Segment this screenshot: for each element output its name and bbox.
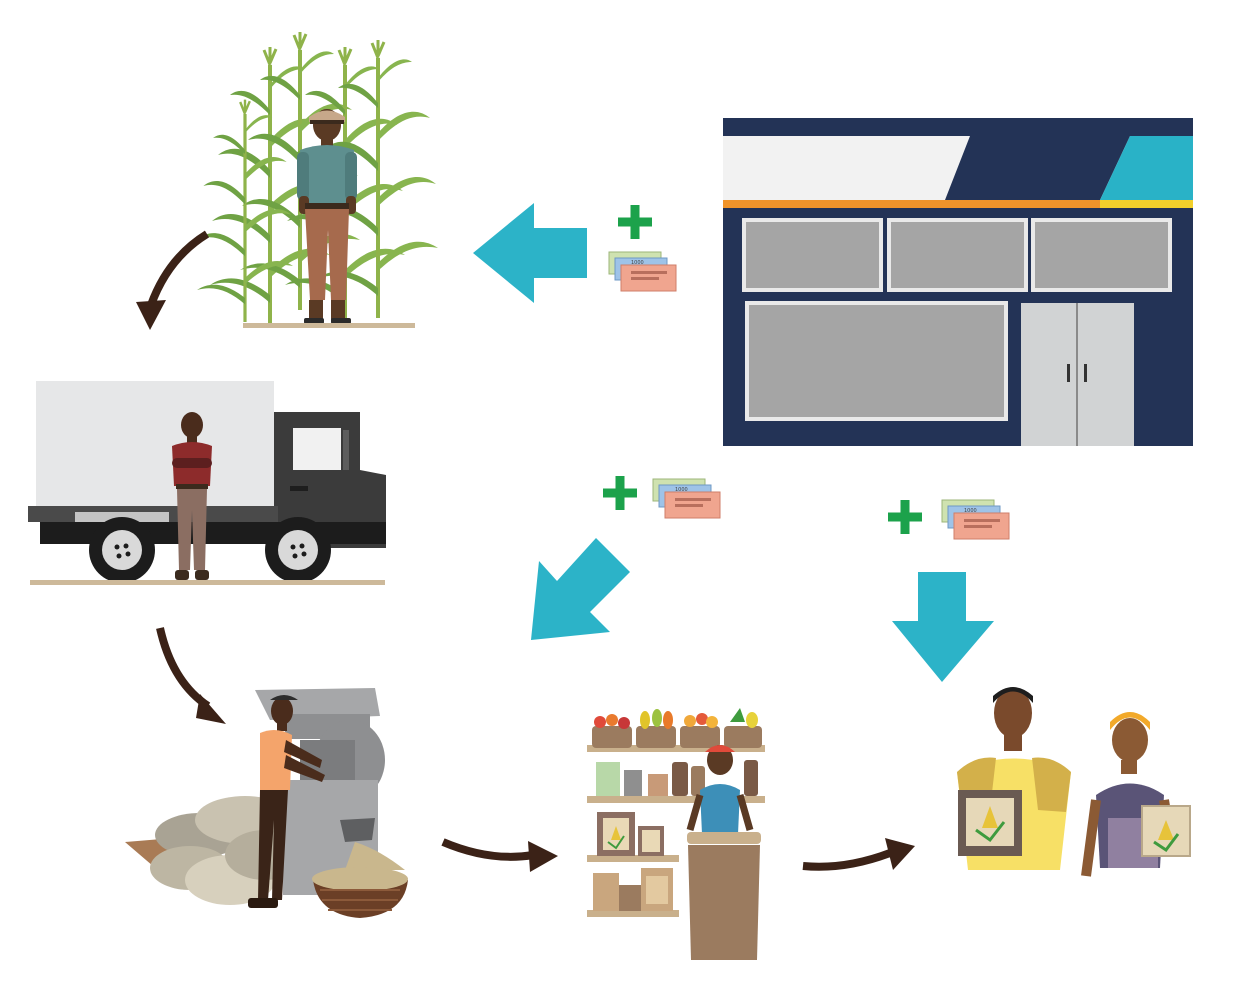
plus-icon [603, 476, 637, 510]
arrow-to-market-icon [531, 538, 630, 640]
plus-icon [888, 500, 922, 534]
finance-flow-arrows [473, 203, 994, 682]
svg-text:1000: 1000 [675, 487, 688, 493]
arrow-to-farmer-icon [473, 203, 587, 303]
process-arrows [136, 230, 915, 872]
maize-farmer-icon [195, 30, 440, 328]
arrow-to-consumers-icon [892, 572, 994, 682]
bank-store-icon [723, 118, 1193, 446]
grain-mill-icon [125, 688, 408, 918]
payment-money-icon: 1000 [888, 499, 1010, 540]
svg-text:1000: 1000 [631, 260, 644, 266]
consumers-icon [957, 687, 1191, 877]
payment-money-icon: 1000 [608, 205, 677, 292]
plus-icon [618, 205, 652, 239]
market-stall-icon [587, 708, 765, 960]
payment-money-icon: 1000 [603, 476, 721, 519]
svg-text:1000: 1000 [964, 508, 977, 514]
truck-icon [28, 381, 386, 585]
